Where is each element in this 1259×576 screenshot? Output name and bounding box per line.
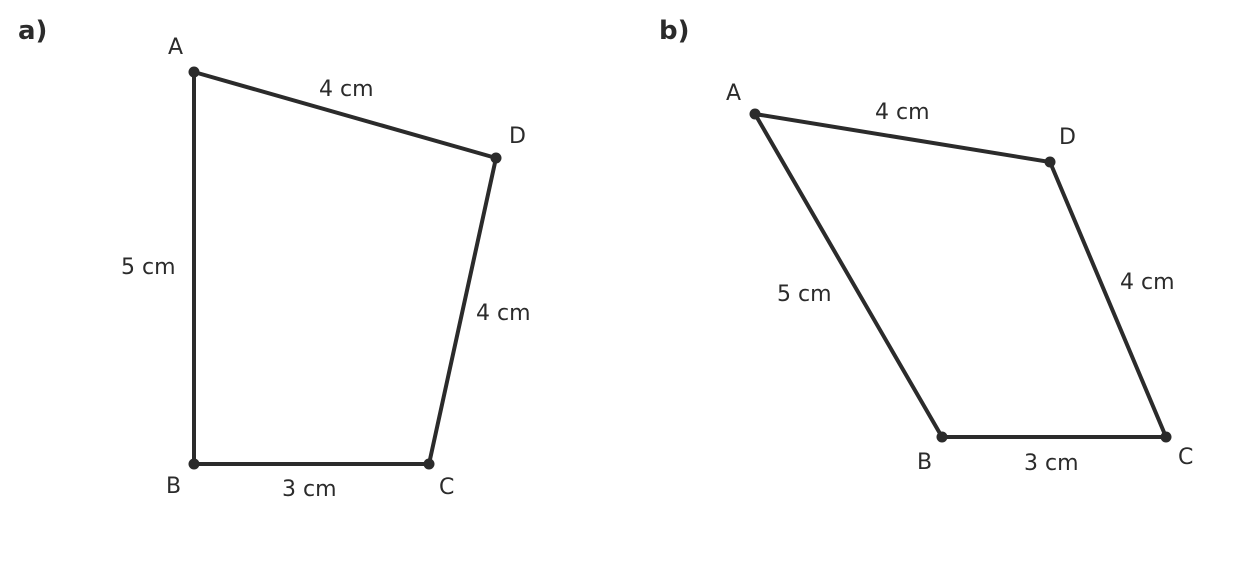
figure-a-quadrilateral xyxy=(192,69,499,466)
figure-a-vertex-a-label: A xyxy=(168,35,183,60)
figure-b-side-ad-label: 4 cm xyxy=(875,100,930,125)
figure-a-vertex-a xyxy=(188,66,200,78)
figure-b-side-dc-label: 4 cm xyxy=(1120,270,1175,295)
figure-a: a) A D C B 4 cm 5 cm 4 cm 3 cm xyxy=(18,16,531,502)
figure-b-vertex-a xyxy=(749,108,761,120)
figure-a-vertex-b-label: B xyxy=(166,474,181,499)
figure-b-quadrilateral xyxy=(751,111,1170,439)
figure-b-vertex-c xyxy=(1160,431,1172,443)
figure-a-side-dc-label: 4 cm xyxy=(476,301,531,326)
figure-b-vertex-d-label: D xyxy=(1059,125,1076,150)
figure-b-vertex-b-label: B xyxy=(917,450,932,475)
figure-a-vertex-d-label: D xyxy=(509,124,526,149)
figure-b-vertex-a-label: A xyxy=(726,81,741,106)
figure-b: b) A D C B 4 cm 5 cm 4 cm 3 cm xyxy=(659,16,1193,476)
figure-b-vertex-c-label: C xyxy=(1178,445,1193,470)
figure-a-vertex-d xyxy=(490,152,502,164)
figure-a-side-ad-label: 4 cm xyxy=(319,77,374,102)
figure-a-side-bc-label: 3 cm xyxy=(282,477,337,502)
figure-b-side-bc-label: 3 cm xyxy=(1024,451,1079,476)
figure-a-vertex-c xyxy=(423,458,435,470)
figure-b-vertex-d xyxy=(1044,156,1056,168)
figure-b-vertex-b xyxy=(936,431,948,443)
figure-a-side-ab-label: 5 cm xyxy=(121,255,176,280)
figure-a-vertex-c-label: C xyxy=(439,475,454,500)
figure-b-side-ab-label: 5 cm xyxy=(777,282,832,307)
figure-a-vertex-b xyxy=(188,458,200,470)
figure-b-label: b) xyxy=(659,16,690,46)
figure-a-label: a) xyxy=(18,16,47,46)
